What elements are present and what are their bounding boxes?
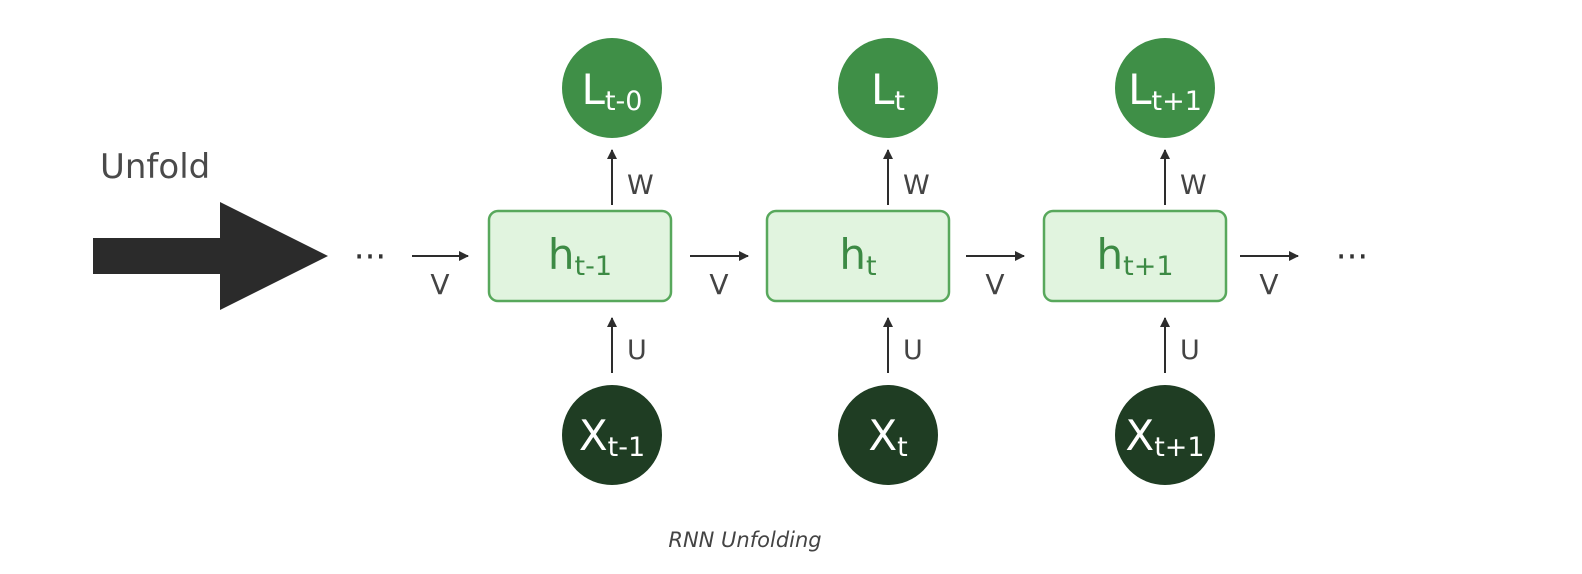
ellipsis-right: ··· — [1336, 237, 1368, 277]
input-node-sub-0: t-1 — [608, 432, 646, 463]
hidden-state-sub-1: t — [866, 251, 877, 282]
output-node-base-2: L — [1128, 65, 1152, 114]
output-node-label-0: Lt-0 — [582, 65, 643, 117]
output-node-label-1: Lt — [871, 65, 905, 117]
input-weight-label-2: U — [1180, 335, 1200, 366]
input-node-1 — [838, 385, 938, 485]
output-weight-label-1: W — [903, 170, 930, 201]
output-weight-label-2: W — [1180, 170, 1207, 201]
output-node-base-0: L — [582, 65, 606, 114]
recurrent-weight-label-1: V — [709, 268, 728, 301]
input-node-label-1: Xt — [868, 411, 907, 463]
time-step-2: Lt+1 W ht+1 U Xt+1 — [1042, 38, 1228, 485]
input-node-0 — [562, 385, 662, 485]
output-node-sub-0: t-0 — [605, 86, 643, 117]
time-step-1: Lt W ht U Xt — [765, 38, 951, 485]
hidden-state-label-0: ht-1 — [548, 230, 612, 282]
hidden-state-sub-2: t+1 — [1123, 251, 1173, 282]
ellipsis-left: ··· — [354, 237, 386, 277]
time-step-0: Lt-0 W ht-1 U Xt-1 — [487, 38, 673, 485]
input-node-sub-1: t — [897, 432, 908, 463]
output-node-sub-2: t+1 — [1152, 86, 1202, 117]
recurrent-weight-label-0: V — [430, 268, 449, 301]
hidden-state-box-0 — [487, 209, 673, 303]
hidden-state-box-1 — [765, 209, 951, 303]
input-node-2 — [1115, 385, 1215, 485]
hidden-state-base-0: h — [548, 230, 575, 279]
input-node-label-2: Xt+1 — [1125, 411, 1204, 463]
input-weight-label-1: U — [903, 335, 923, 366]
output-node-0 — [562, 38, 662, 138]
hidden-state-label-1: ht — [839, 230, 876, 282]
unfold-label: Unfold — [100, 147, 210, 187]
figure-caption: RNN Unfolding — [668, 528, 822, 552]
output-node-1 — [838, 38, 938, 138]
hidden-state-sub-0: t-1 — [575, 251, 613, 282]
input-node-base-1: X — [868, 411, 897, 460]
hidden-state-label-2: ht+1 — [1096, 230, 1173, 282]
recurrent-weight-label-2: V — [985, 268, 1004, 301]
input-weight-label-0: U — [627, 335, 647, 366]
hidden-state-base-1: h — [839, 230, 866, 279]
hidden-state-box-2 — [1042, 209, 1228, 303]
output-node-2 — [1115, 38, 1215, 138]
hidden-state-base-2: h — [1096, 230, 1123, 279]
recurrent-weight-label-3: V — [1259, 268, 1278, 301]
input-node-label-0: Xt-1 — [579, 411, 645, 463]
output-weight-label-0: W — [627, 170, 654, 201]
output-node-base-1: L — [871, 65, 895, 114]
output-node-label-2: Lt+1 — [1128, 65, 1202, 117]
output-node-sub-1: t — [894, 86, 905, 117]
input-node-base-0: X — [579, 411, 608, 460]
unfold-arrow-icon — [93, 202, 328, 310]
input-node-base-2: X — [1125, 411, 1154, 460]
input-node-sub-2: t+1 — [1154, 432, 1204, 463]
